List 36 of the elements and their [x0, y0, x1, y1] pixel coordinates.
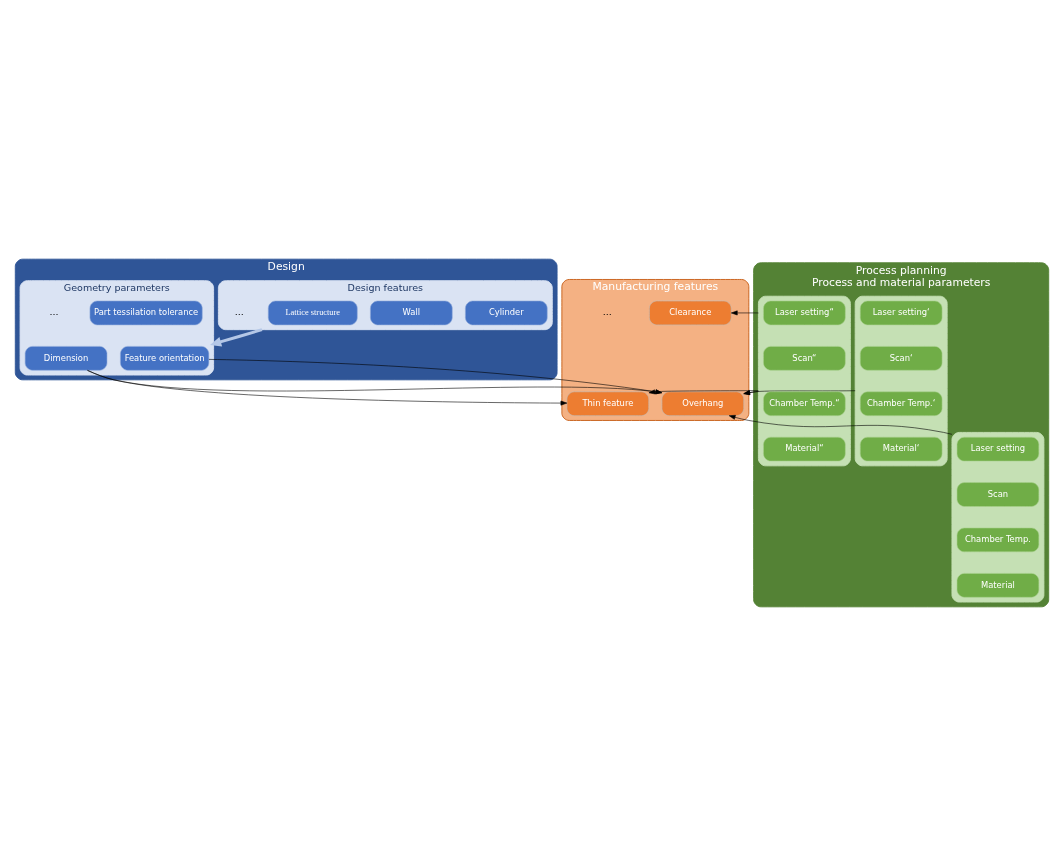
cluster [951, 431, 1045, 602]
node-box: Overhang [661, 390, 745, 416]
arrow [208, 358, 663, 394]
label: ... [602, 305, 612, 317]
node-box: Scan [956, 481, 1040, 507]
node-box: Laser setting‘ [859, 300, 943, 325]
label: ... [234, 305, 244, 317]
arrow [87, 369, 663, 394]
node-box: Chamber Temp.“ [763, 390, 846, 416]
node-box: Dimension [24, 345, 108, 371]
node-box: Thin feature [566, 390, 650, 416]
label: ... [49, 305, 59, 317]
node-box: Chamber Temp. [956, 527, 1040, 552]
arrow [728, 414, 953, 435]
arrow [743, 389, 856, 395]
node-box: Chamber Temp.‘ [859, 390, 943, 416]
node-box: Material‘ [859, 436, 943, 461]
node-box: Lattice structure [267, 300, 358, 325]
node-box: Wall [370, 300, 453, 325]
node-box: Part tessilation tolerance [89, 300, 203, 325]
node-box: Material [956, 572, 1040, 598]
node-box: Laser setting [956, 436, 1040, 461]
arrow [648, 389, 759, 394]
arrow [731, 310, 759, 315]
arrow [210, 327, 263, 347]
node-box: Scan“ [763, 345, 846, 371]
node-box: Laser setting“ [763, 300, 846, 325]
cluster [757, 295, 851, 466]
node-box: Scan‘ [859, 345, 943, 371]
arrow [87, 369, 568, 405]
node-box: Feature orientation [120, 345, 210, 371]
arrow [743, 389, 759, 395]
node-box: Clearance [649, 300, 732, 325]
node-box: Material“ [763, 436, 846, 461]
node-box: Cylinder [465, 300, 548, 325]
cluster [854, 295, 948, 466]
